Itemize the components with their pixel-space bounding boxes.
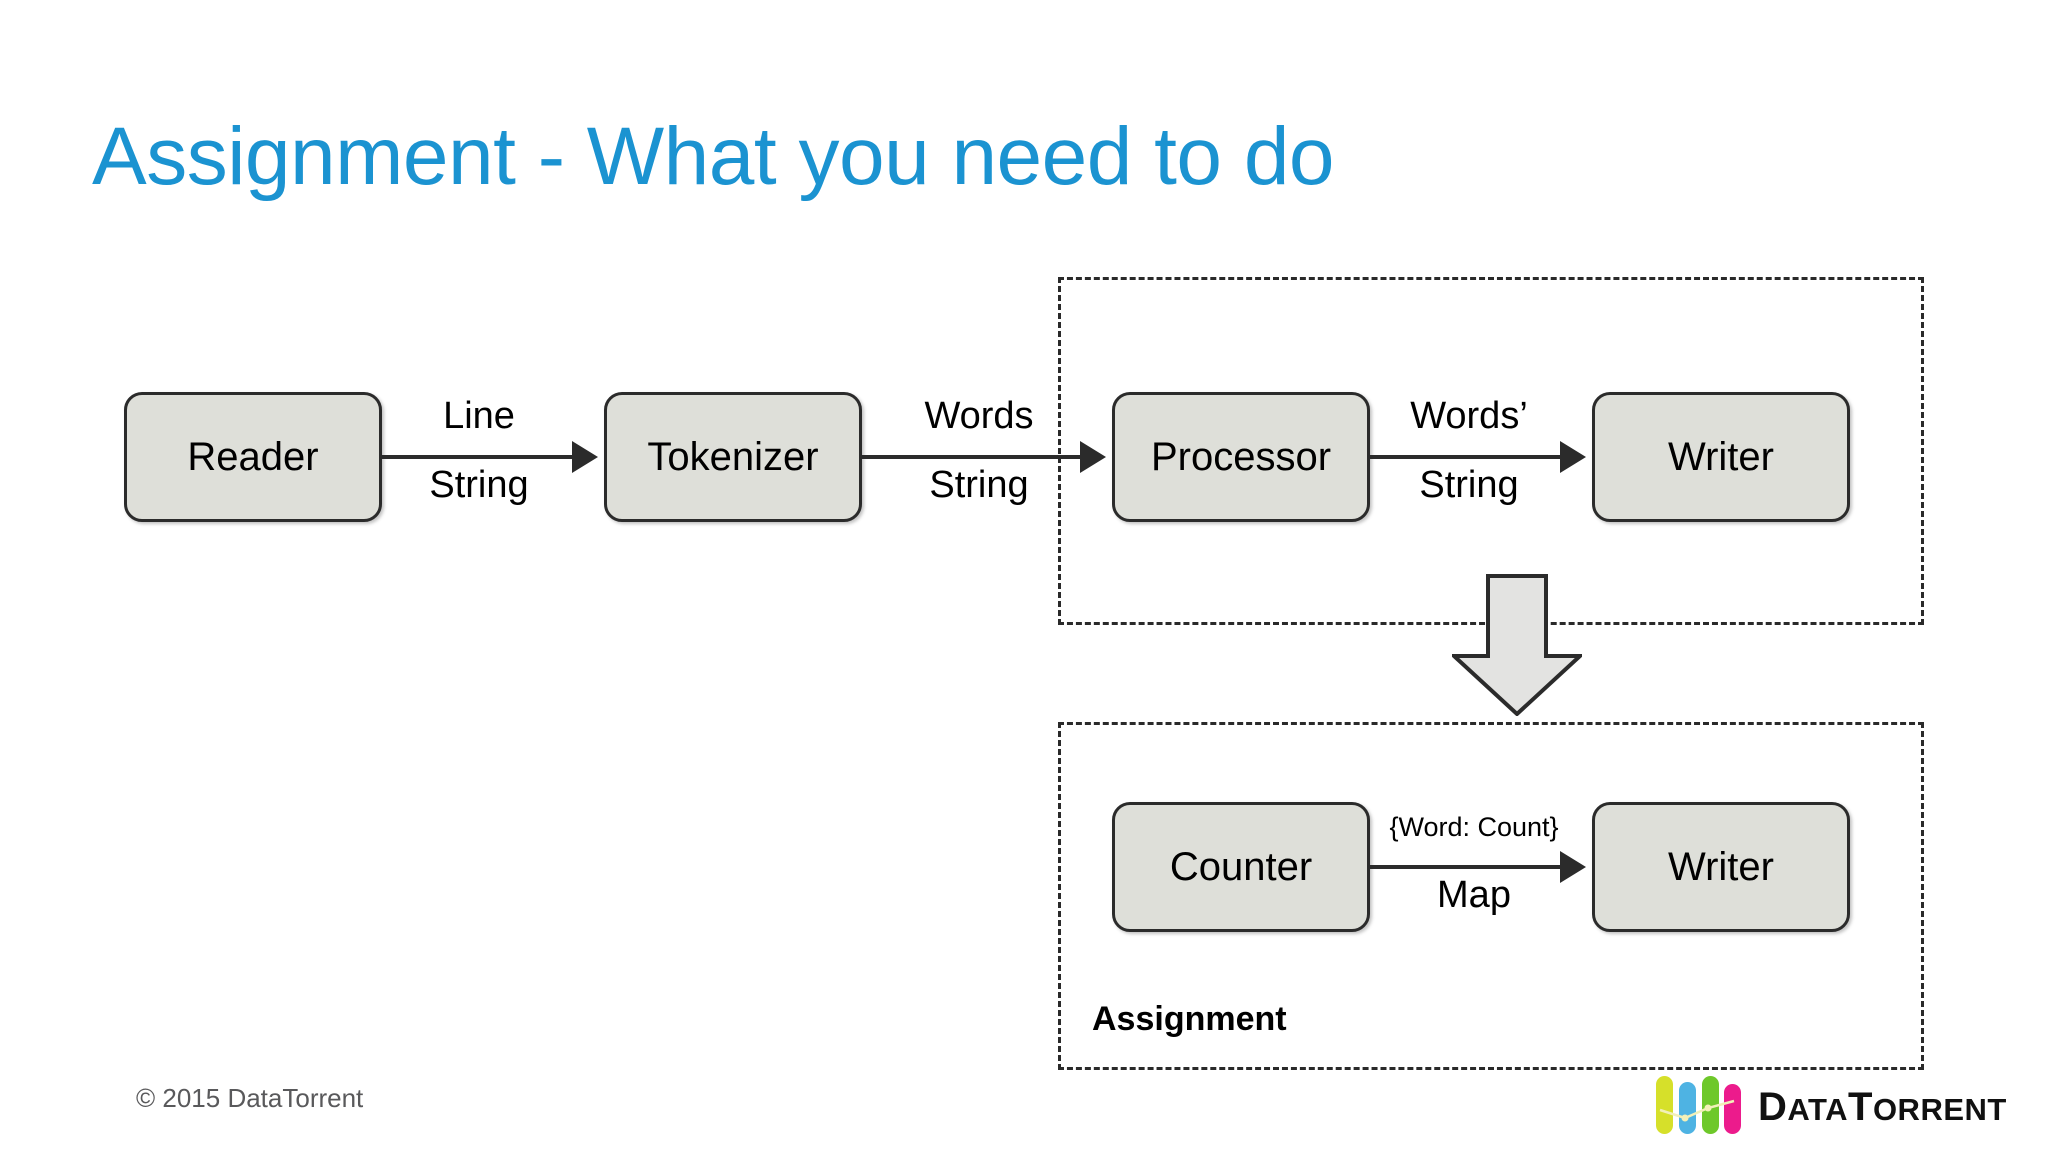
datatorrent-wordmark: DATATORRENT [1758,1085,2007,1130]
wordmark-t: T [1848,1084,1873,1129]
copyright-text: © 2015 DataTorrent [136,1083,364,1113]
arrowhead-icon-processor-to-writer [1560,441,1586,473]
wordmark-d: D [1758,1084,1788,1129]
edge-label-string-processor-writer: String [1419,464,1519,506]
edge-label-word-count-map: {Word: Count} [1389,812,1559,842]
connector-processor-to-writer [1370,455,1562,459]
edge-label-words-prime: Words’ [1410,395,1528,437]
wordmark-ata: ATA [1787,1091,1848,1127]
arrowhead-icon-reader-to-tokenizer [572,441,598,473]
operator-box-writer-lower[interactable]: Writer [1592,802,1850,932]
operator-label-writer-lower: Writer [1668,844,1774,889]
operator-box-tokenizer[interactable]: Tokenizer [604,392,862,522]
operator-box-processor[interactable]: Processor [1112,392,1370,522]
logo-bars-icon [1656,1076,1741,1134]
page-title: Assignment - What you need to do [92,111,1335,202]
arrowhead-icon-tokenizer-to-processor [1080,441,1106,473]
operator-label-processor: Processor [1150,434,1332,479]
edge-label-line: Line [443,395,515,437]
operator-label-writer-upper: Writer [1668,434,1774,479]
datatorrent-logo-mark-icon [1652,1074,1748,1140]
edge-label-string-tokenizer-processor: String [929,464,1029,506]
arrowhead-icon-counter-to-writer [1560,851,1586,883]
block-down-arrow-icon [1452,574,1582,716]
connector-reader-to-tokenizer [382,455,574,459]
operator-label-reader: Reader [187,434,319,479]
operator-box-writer-upper[interactable]: Writer [1592,392,1850,522]
group-box-assignment [1058,722,1924,1070]
connector-counter-to-writer [1370,865,1562,869]
edge-label-string-reader-tokenizer: String [429,464,529,506]
operator-box-reader[interactable]: Reader [124,392,382,522]
group-label-assignment: Assignment [1092,1000,1287,1038]
edge-label-map: Map [1437,874,1511,916]
wordmark-orrent: ORRENT [1872,1091,2007,1127]
operator-label-counter: Counter [1169,844,1313,889]
connector-tokenizer-to-processor [862,455,1082,459]
operator-box-counter[interactable]: Counter [1112,802,1370,932]
operator-label-tokenizer: Tokenizer [647,434,819,479]
brand-logo: DATATORRENT [1652,1070,2042,1144]
edge-label-words: Words [924,395,1034,437]
